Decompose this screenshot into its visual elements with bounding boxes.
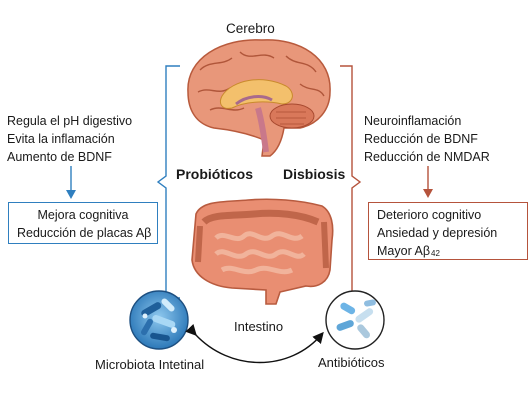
- brain-icon: [187, 39, 331, 157]
- right-effect-1: Neuroinflamación: [364, 114, 462, 128]
- right-outcome-2: Ansiedad y depresión: [377, 226, 498, 240]
- right-outcome-3: Mayor Aβ42: [377, 244, 440, 258]
- right-outcome-box: Deterioro cognitivo Ansiedad y depresión…: [368, 202, 528, 260]
- intestine-icon: [191, 198, 334, 305]
- probiotics-label: Probióticos: [176, 166, 254, 182]
- left-effect-3: Aumento de BDNF: [7, 150, 112, 164]
- pills-icon: [325, 290, 385, 350]
- microbiota-label: Microbiota Intetinal: [95, 357, 205, 372]
- left-outcome-1: Mejora cognitiva: [37, 208, 129, 222]
- dysbiosis-label: Disbiosis: [283, 166, 346, 182]
- right-outcome-subscript: 42: [431, 249, 440, 258]
- curved-arrow: [185, 324, 324, 364]
- right-effect-2: Reducción de BDNF: [364, 132, 478, 146]
- left-down-arrow: [66, 166, 76, 199]
- left-effect-1: Regula el pH digestivo: [7, 114, 133, 128]
- left-outcome-box: Mejora cognitiva Reducción de placas Aβ: [8, 202, 158, 244]
- right-effect-3: Reducción de NMDAR: [364, 150, 490, 164]
- left-effect-2: Evita la inflamación: [7, 132, 115, 146]
- left-bracket: [156, 65, 180, 299]
- intestine-label: Intestino: [234, 319, 284, 334]
- brain-label: Cerebro: [226, 21, 275, 36]
- bacteria-icon: [129, 290, 189, 350]
- right-outcome-1: Deterioro cognitivo: [377, 208, 482, 222]
- right-down-arrow: [423, 166, 433, 198]
- antibiotics-label: Antibióticos: [318, 355, 385, 370]
- left-outcome-2: Reducción de placas Aβ: [17, 226, 152, 240]
- right-bracket: [340, 65, 362, 299]
